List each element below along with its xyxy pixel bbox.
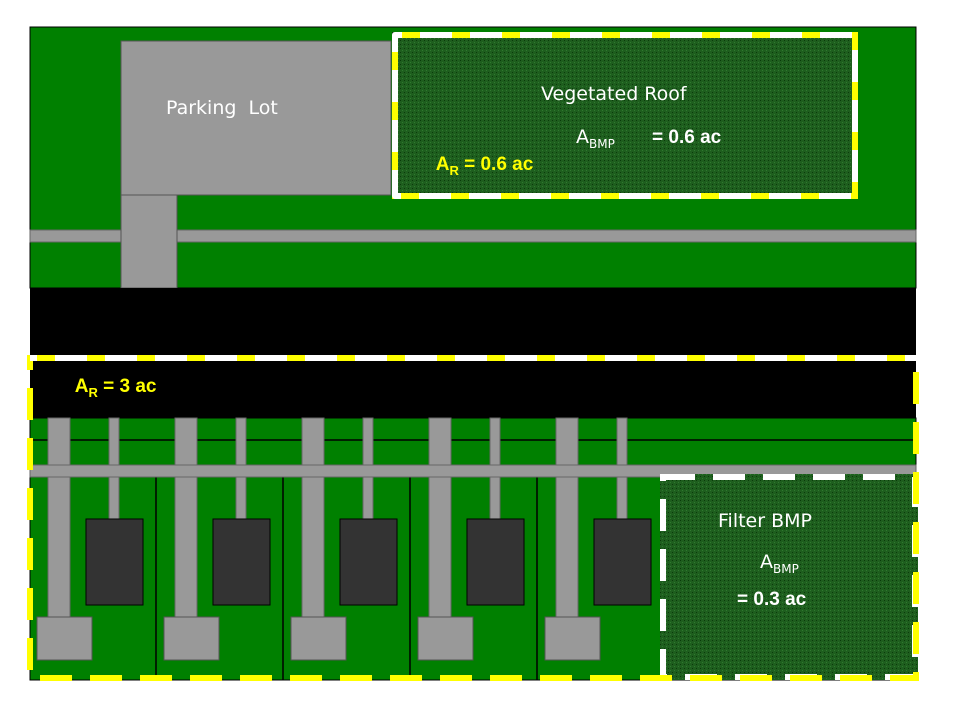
lot-3	[290, 476, 398, 661]
lot-3-garage-pad	[290, 616, 347, 661]
filter-abmp-value: = 0.3 ac	[737, 589, 807, 610]
filter-bmp-label: Filter BMP	[718, 510, 812, 532]
filter-bmp	[660, 474, 918, 680]
lot-2-walk	[235, 476, 247, 520]
lot-5-walk	[616, 476, 628, 520]
roof-abmp-subscript: BMP	[589, 137, 615, 151]
parking-lot-label: Parking Lot	[166, 97, 278, 119]
lot-5	[544, 476, 652, 661]
street	[30, 288, 916, 418]
lot-3-house	[339, 518, 398, 606]
roof-ar-value: = 0.6 ac	[459, 154, 534, 175]
vegetated-roof	[392, 32, 858, 198]
street-ar-value: = 3 ac	[98, 376, 157, 397]
lot-4-driveway	[428, 476, 452, 618]
lot-1-house	[85, 518, 144, 606]
vegetated-roof-label: Vegetated Roof	[541, 83, 688, 105]
roof-ar-letter: A	[436, 154, 450, 175]
lot-2	[163, 476, 271, 661]
lot-2-house	[212, 518, 271, 606]
lot-2-driveway	[174, 476, 198, 618]
lot-2-garage-pad	[163, 616, 220, 661]
street-ar-letter: A	[75, 376, 89, 397]
roof-ar-label: AR = 0.6 ac	[410, 154, 549, 178]
lot-3-walk	[362, 476, 374, 520]
filter-abmp-letter: A	[760, 551, 773, 573]
roof-abmp-letter: A	[576, 126, 589, 148]
vegetated-roof-white-boundary	[392, 32, 858, 199]
lot-5-house	[593, 518, 652, 606]
filter-abmp-label: ABMP	[760, 551, 799, 576]
lot-1	[36, 476, 144, 661]
roof-ar-subscript: R	[449, 163, 459, 178]
street-ar-subscript: R	[88, 385, 98, 400]
lot-4-garage-pad	[417, 616, 474, 661]
parking-lot	[120, 40, 392, 196]
lot-4-house	[466, 518, 525, 606]
lot-5-garage-pad	[544, 616, 601, 661]
roof-abmp-label: ABMP	[576, 126, 615, 151]
street-ar-label: AR = 3 ac	[49, 376, 172, 400]
lot-1-walk	[108, 476, 120, 520]
lot-1-driveway	[47, 476, 71, 618]
roof-abmp-value: = 0.6 ac	[652, 127, 722, 148]
lot-4	[417, 476, 525, 661]
lot-3-driveway	[301, 476, 325, 618]
lot-1-garage-pad	[36, 616, 93, 661]
street-drainage-yellow-boundary	[27, 355, 919, 681]
parking-lot-driveway	[120, 194, 178, 289]
lot-4-walk	[489, 476, 501, 520]
lot-5-driveway	[555, 476, 579, 618]
upper-sidewalk	[29, 229, 917, 243]
filter-abmp-subscript: BMP	[773, 562, 799, 576]
